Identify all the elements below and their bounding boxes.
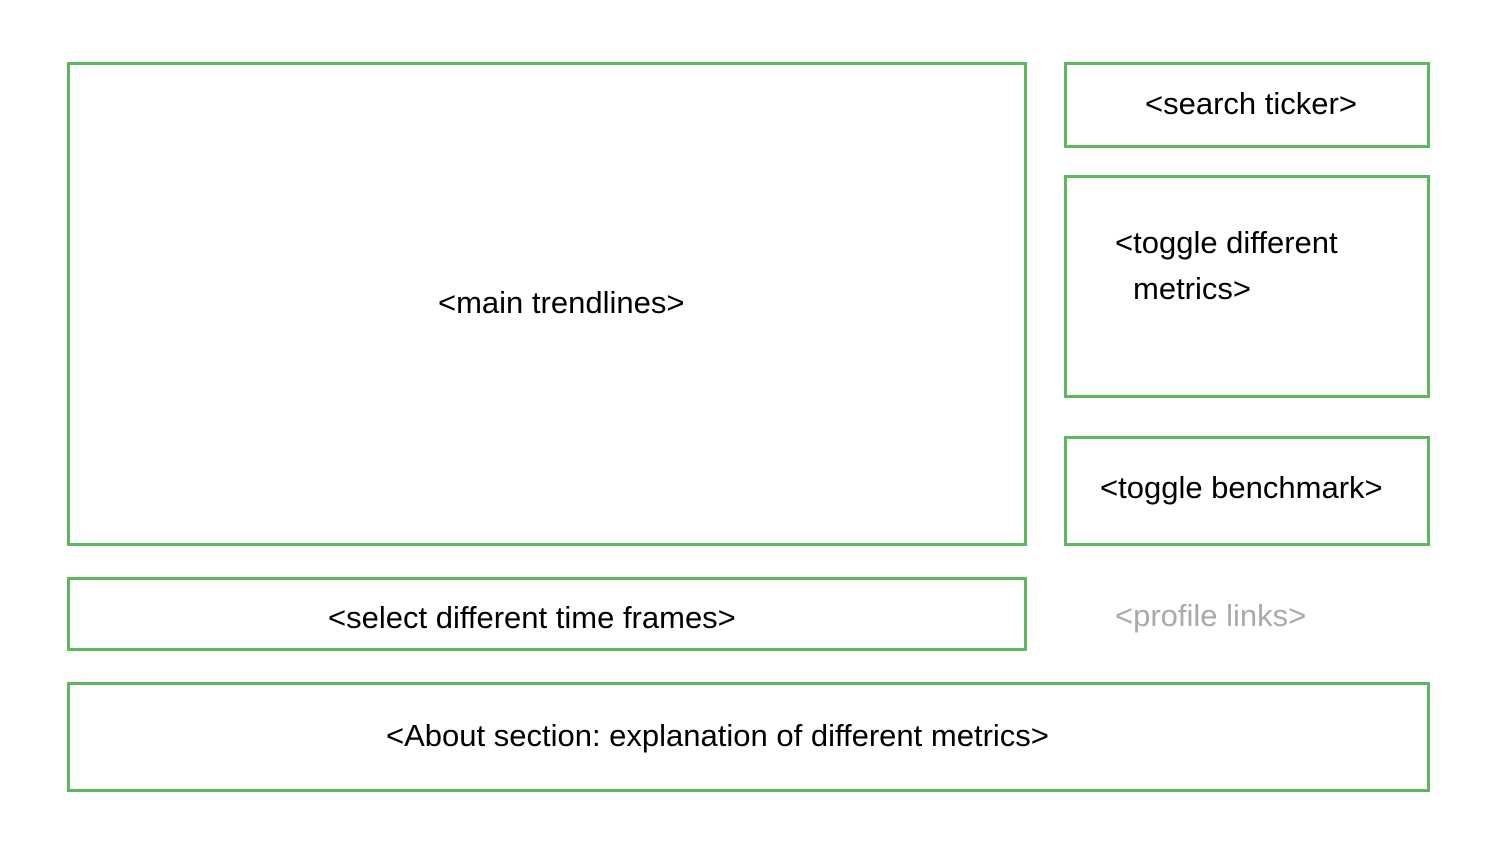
toggle-metrics-box[interactable] <box>1064 175 1430 398</box>
search-ticker-box[interactable] <box>1064 62 1430 148</box>
main-trendlines-label: <main trendlines> <box>438 285 685 320</box>
toggle-metrics-label-line-1: <toggle different <box>1115 225 1338 260</box>
toggle-benchmark-box[interactable] <box>1064 436 1430 546</box>
search-ticker-label: <search ticker> <box>1145 86 1357 121</box>
about-section-label: <About section: explanation of different… <box>386 718 1049 753</box>
toggle-metrics-label-line-2: metrics> <box>1133 271 1251 306</box>
toggle-benchmark-label: <toggle benchmark> <box>1100 470 1383 505</box>
profile-links-label[interactable]: <profile links> <box>1115 598 1307 633</box>
time-frames-selector-box[interactable] <box>67 577 1027 651</box>
main-trendlines-panel <box>67 62 1027 546</box>
time-frames-label: <select different time frames> <box>328 600 736 635</box>
about-section-box <box>67 682 1430 792</box>
